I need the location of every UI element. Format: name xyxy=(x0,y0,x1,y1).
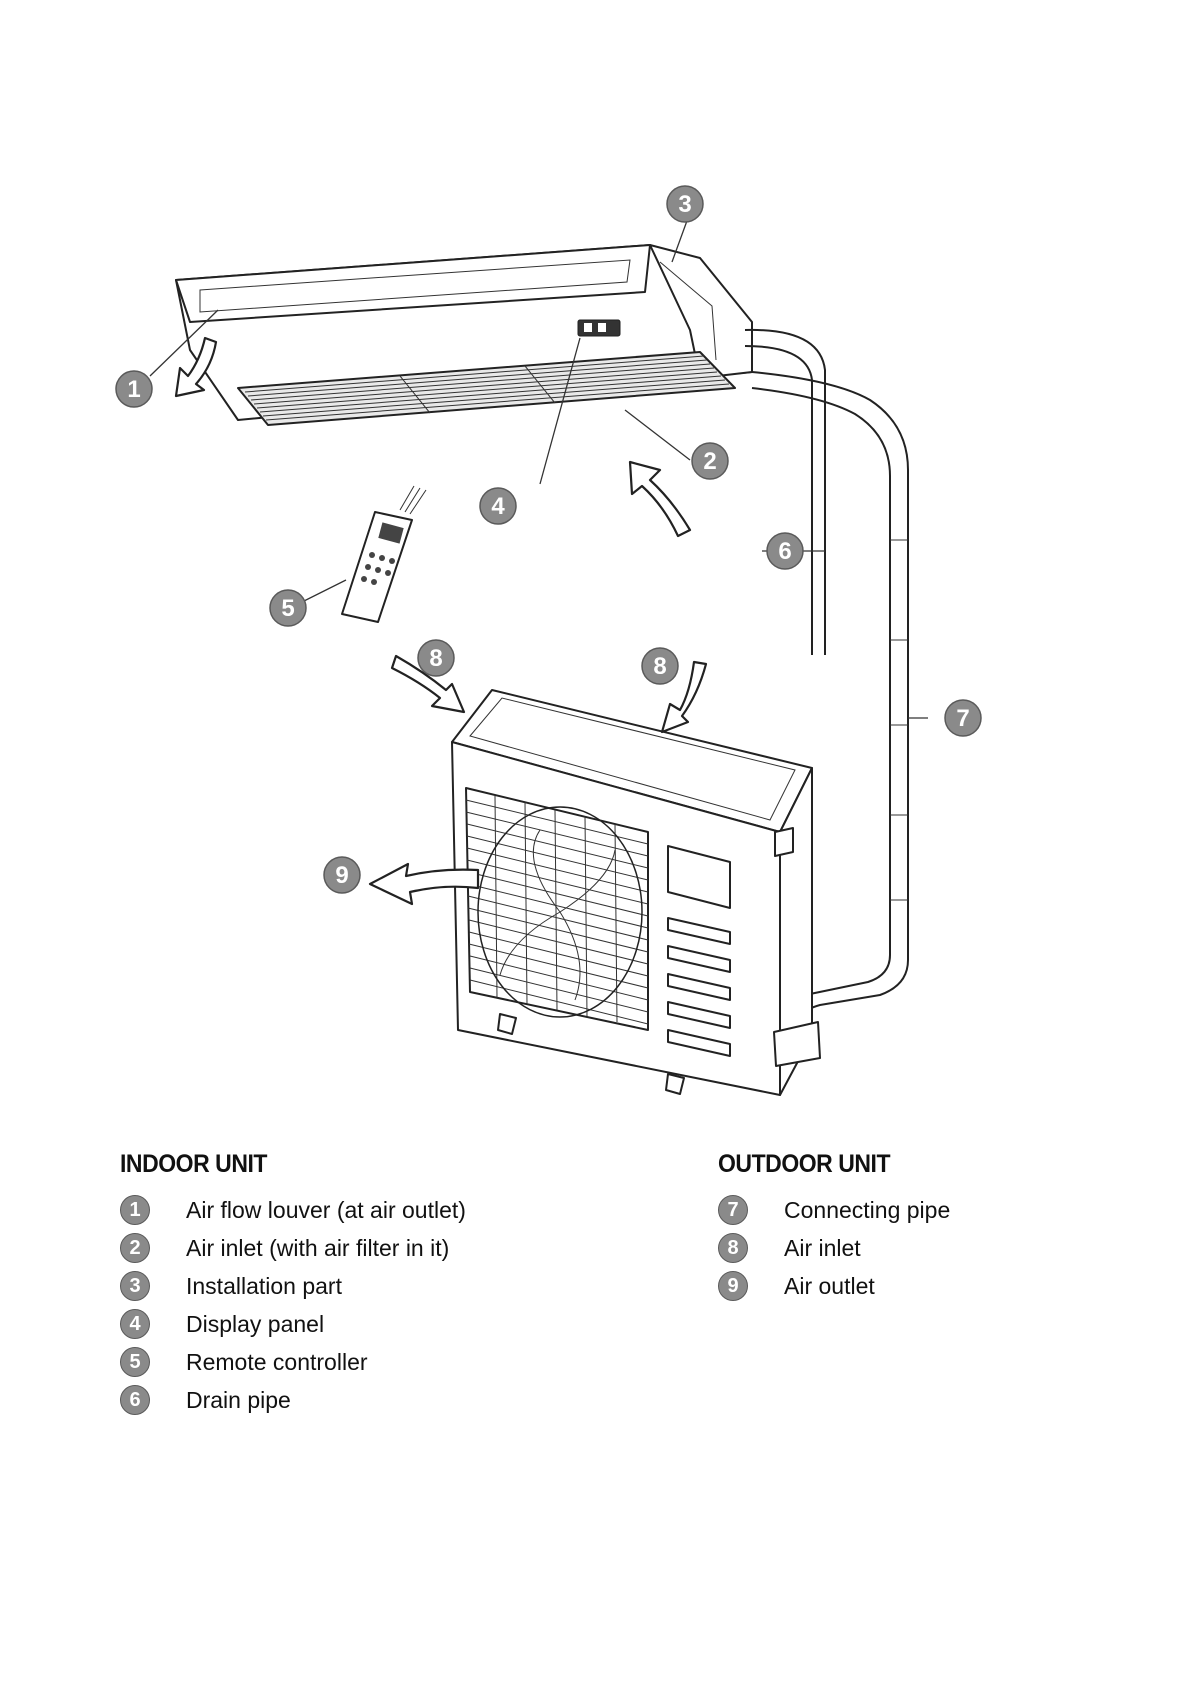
legend-item: 1 Air flow louver (at air outlet) xyxy=(120,1191,680,1229)
callout-5: 5 xyxy=(270,590,306,626)
legend-item: 3 Installation part xyxy=(120,1267,680,1305)
legend-item: 9 Air outlet xyxy=(718,1267,1138,1305)
svg-text:5: 5 xyxy=(281,595,294,622)
svg-text:9: 9 xyxy=(335,862,348,889)
legend-label: Installation part xyxy=(186,1273,342,1300)
callout-2: 2 xyxy=(692,443,728,479)
remote-controller xyxy=(342,486,426,622)
outdoor-unit xyxy=(452,690,820,1095)
callout-8-top: 8 xyxy=(642,648,678,684)
svg-text:3: 3 xyxy=(678,191,691,218)
legend-item: 5 Remote controller xyxy=(120,1343,680,1381)
legend-number: 4 xyxy=(120,1309,150,1339)
legend-label: Display panel xyxy=(186,1311,324,1338)
air-inlet-arrow-indoor xyxy=(630,462,690,536)
legend-label: Remote controller xyxy=(186,1349,368,1376)
legend-label: Drain pipe xyxy=(186,1387,291,1414)
legend-item: 8 Air inlet xyxy=(718,1229,1138,1267)
legend-item: 7 Connecting pipe xyxy=(718,1191,1138,1229)
legend-number: 5 xyxy=(120,1347,150,1377)
legend-item: 4 Display panel xyxy=(120,1305,680,1343)
legend-label: Connecting pipe xyxy=(784,1197,950,1224)
air-conditioner-diagram: 1 2 3 4 5 6 7 8 8 9 xyxy=(0,0,1191,1120)
svg-text:8: 8 xyxy=(429,645,442,672)
callout-7: 7 xyxy=(945,700,981,736)
legend-number: 2 xyxy=(120,1233,150,1263)
legend-number: 7 xyxy=(718,1195,748,1225)
svg-text:4: 4 xyxy=(491,493,505,520)
legend-number: 8 xyxy=(718,1233,748,1263)
outdoor-unit-legend: OUTDOOR UNIT 7 Connecting pipe 8 Air inl… xyxy=(718,1150,1138,1305)
drain-pipe xyxy=(745,330,825,655)
callout-6: 6 xyxy=(767,533,803,569)
svg-text:7: 7 xyxy=(956,705,969,732)
svg-text:8: 8 xyxy=(653,653,666,680)
svg-text:2: 2 xyxy=(703,448,716,475)
legend-number: 3 xyxy=(120,1271,150,1301)
callout-1: 1 xyxy=(116,371,152,407)
legend-item: 2 Air inlet (with air filter in it) xyxy=(120,1229,680,1267)
legend-label: Air inlet xyxy=(784,1235,861,1262)
legend-label: Air flow louver (at air outlet) xyxy=(186,1197,466,1224)
svg-text:1: 1 xyxy=(127,376,140,403)
callout-4: 4 xyxy=(480,488,516,524)
legend-label: Air outlet xyxy=(784,1273,875,1300)
legend-item: 6 Drain pipe xyxy=(120,1381,680,1419)
indoor-unit-legend: INDOOR UNIT 1 Air flow louver (at air ou… xyxy=(120,1150,680,1419)
legend-number: 6 xyxy=(120,1385,150,1415)
outdoor-unit-list: 7 Connecting pipe 8 Air inlet 9 Air outl… xyxy=(718,1191,1138,1305)
callout-3: 3 xyxy=(667,186,703,222)
callout-9: 9 xyxy=(324,857,360,893)
outdoor-unit-heading: OUTDOOR UNIT xyxy=(718,1150,1104,1179)
indoor-unit-heading: INDOOR UNIT xyxy=(120,1150,635,1179)
legend-label: Air inlet (with air filter in it) xyxy=(186,1235,449,1262)
legend-number: 1 xyxy=(120,1195,150,1225)
legend-number: 9 xyxy=(718,1271,748,1301)
indoor-unit xyxy=(176,245,752,425)
callout-8-left: 8 xyxy=(418,640,454,676)
svg-text:6: 6 xyxy=(778,538,791,565)
indoor-unit-list: 1 Air flow louver (at air outlet) 2 Air … xyxy=(120,1191,680,1419)
